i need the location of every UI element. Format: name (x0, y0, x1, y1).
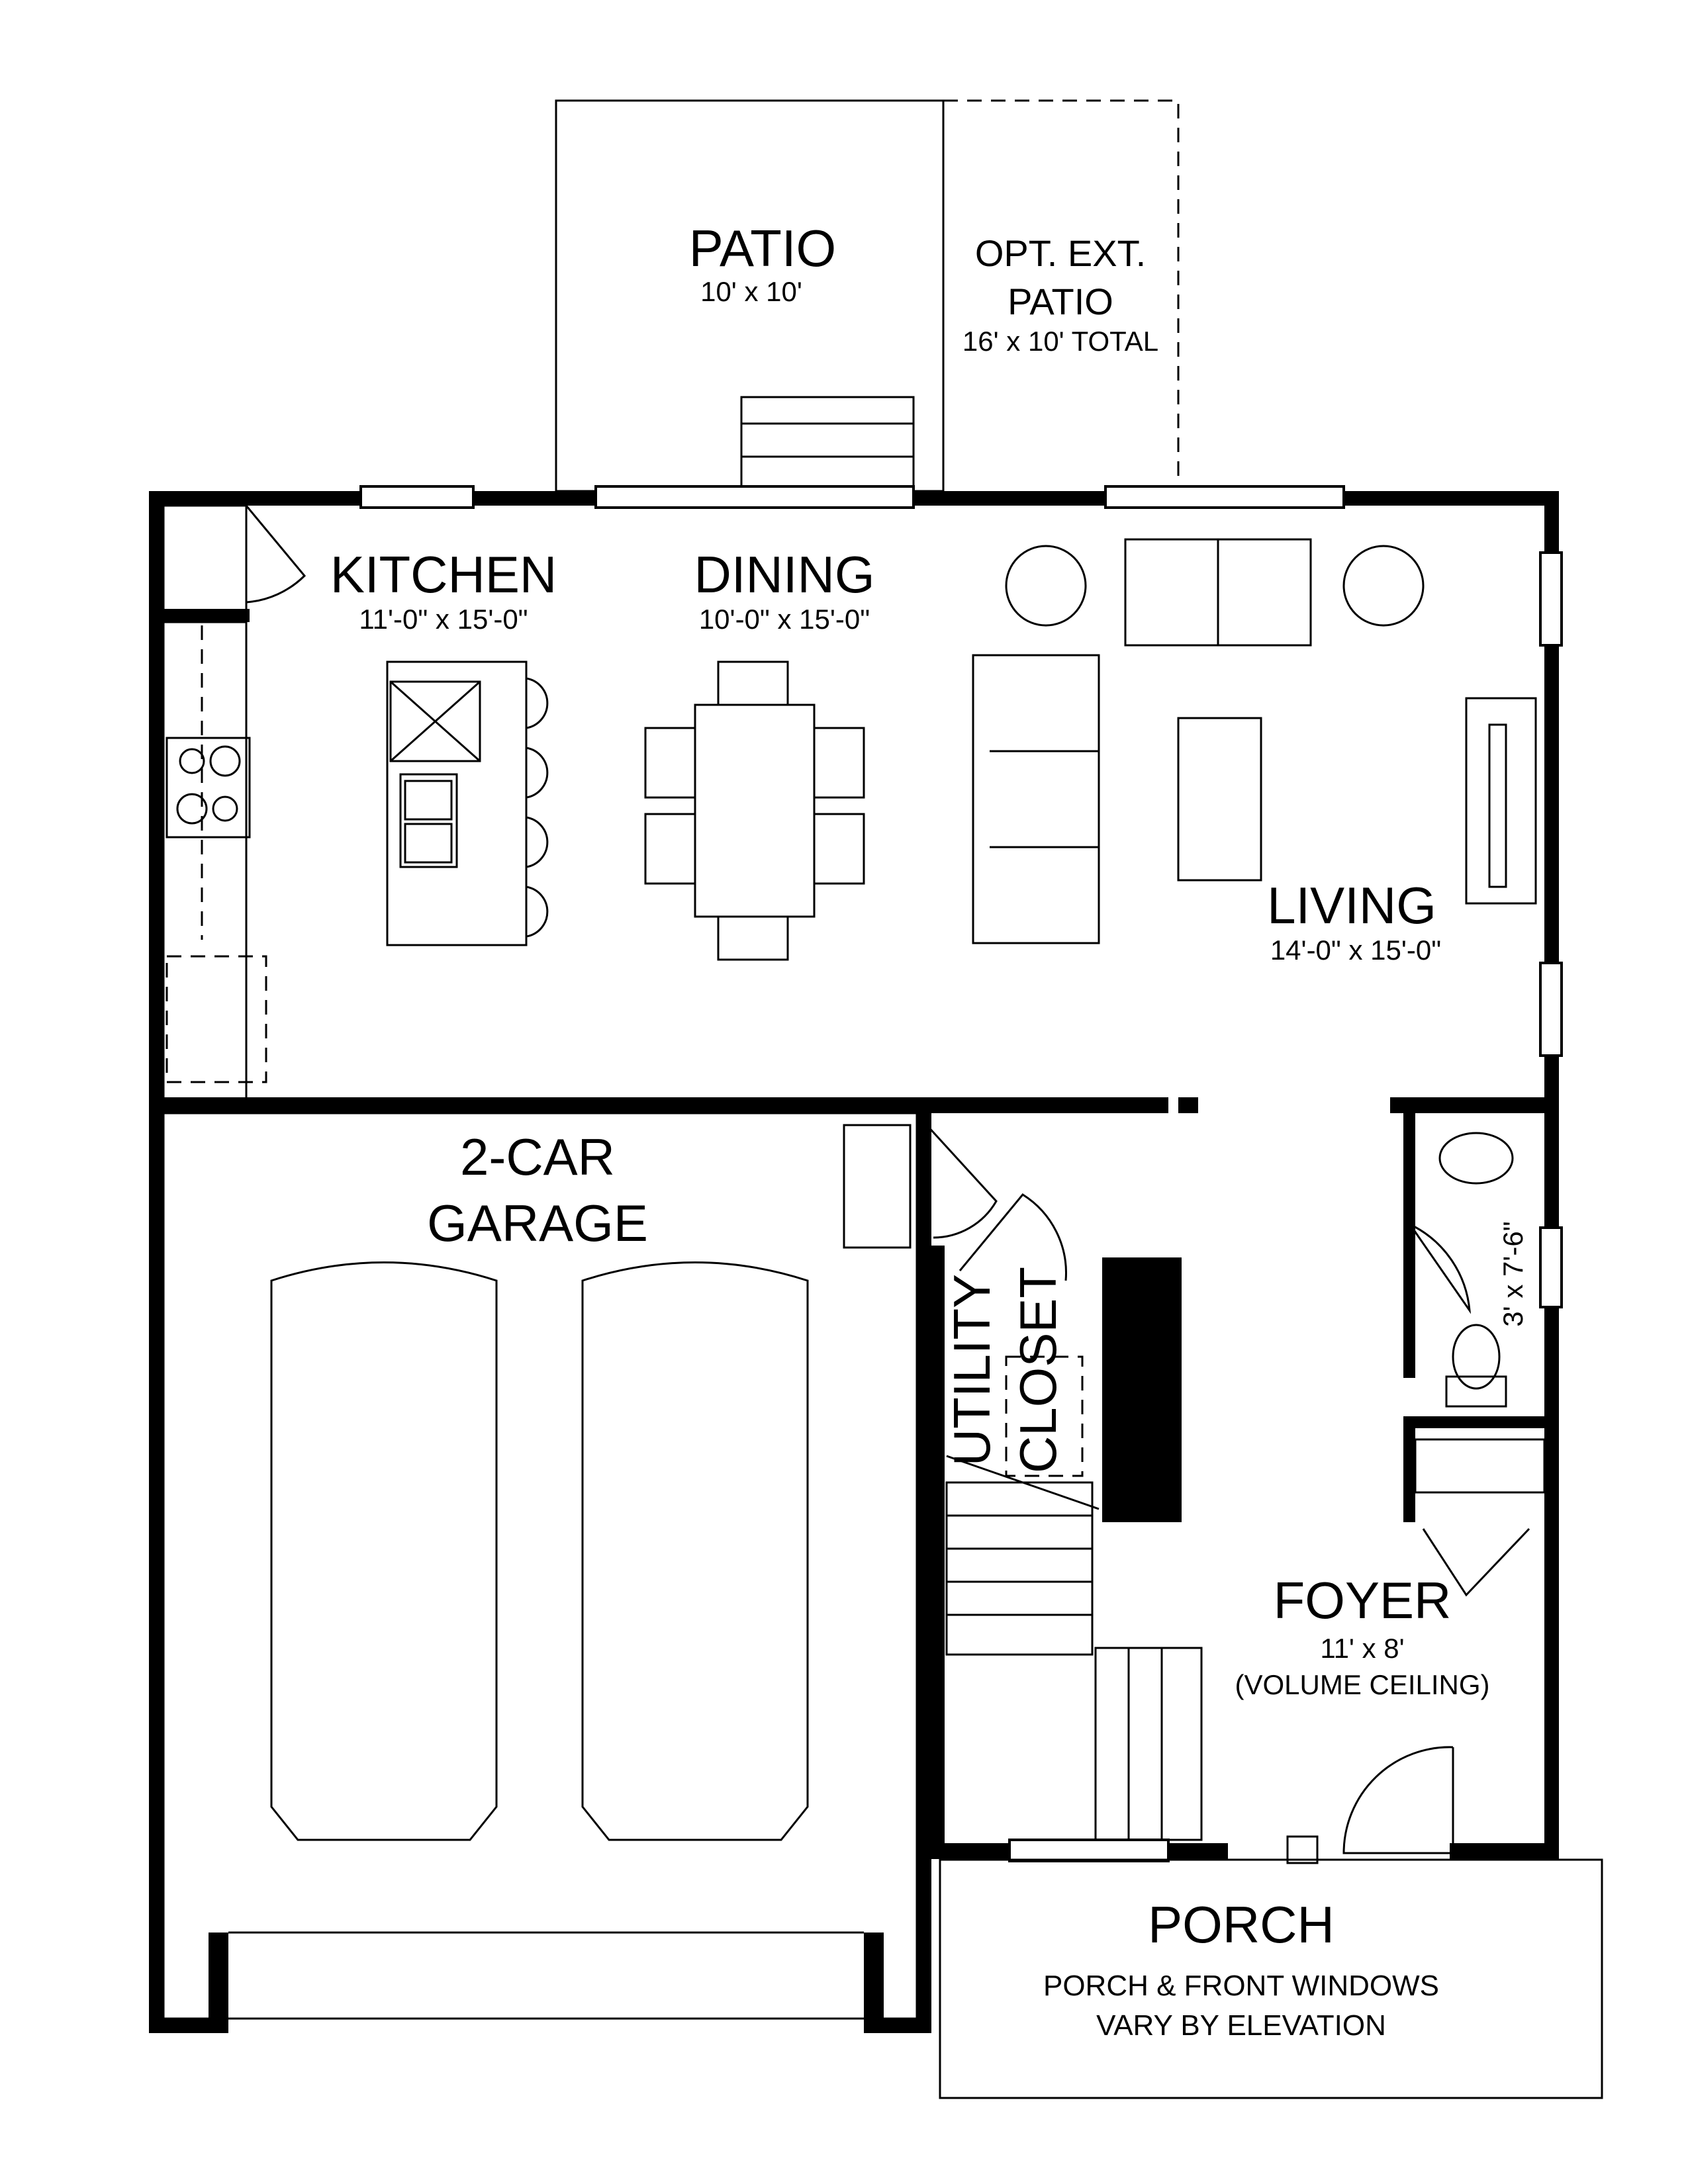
powder-dim: 3' x 7'-6" (1497, 1221, 1528, 1326)
island-sink (389, 680, 481, 762)
dining-table (644, 660, 865, 961)
garage (162, 1112, 918, 2020)
living-label: LIVING (1267, 876, 1436, 934)
foyer-note: (VOLUME CEILING) (1235, 1669, 1489, 1700)
living-window (1104, 485, 1345, 509)
kitchen-island (386, 660, 528, 946)
opt-patio-dim: 16' x 10' TOTAL (962, 326, 1158, 357)
opt-patio-line1: OPT. EXT. (975, 232, 1146, 274)
tv-console (1465, 697, 1537, 905)
porch (939, 1858, 1603, 2099)
toilet (1452, 1324, 1501, 1390)
kitchen (162, 504, 549, 1103)
front-door (1286, 1746, 1454, 1864)
sink (1438, 1132, 1514, 1185)
sofa (972, 654, 1100, 944)
porch-note-line2: VARY BY ELEVATION (1096, 2009, 1386, 2042)
utility-label-line1: UTILITY (943, 1274, 1001, 1466)
kitchen-dim: 11'-0" x 15'-0" (359, 604, 528, 635)
cooktop (165, 737, 251, 839)
utility-label-line2: CLOSET (1009, 1267, 1067, 1473)
kitchen-label: KITCHEN (330, 545, 557, 604)
car-2 (581, 1261, 809, 1841)
living-side-window-2 (1539, 962, 1563, 1057)
garage-label-line2: GARAGE (427, 1194, 648, 1252)
patio-dim: 10' x 10' (700, 276, 802, 307)
opt-patio-line2: PATIO (1008, 281, 1113, 322)
dishwasher-sink (399, 773, 458, 868)
front-window (1008, 1839, 1170, 1862)
foyer-label: FOYER (1274, 1571, 1452, 1629)
patio-steps (740, 396, 915, 491)
patio-door (594, 485, 915, 509)
porch-label: PORCH (1148, 1895, 1335, 1954)
powder-window (1539, 1226, 1563, 1308)
patio-label: PATIO (689, 219, 836, 277)
coffee-table (1177, 717, 1262, 882)
living-dim: 14'-0" x 15'-0" (1270, 934, 1441, 966)
powder-room (1409, 1132, 1546, 1597)
porch-note-line1: PORCH & FRONT WINDOWS (1043, 1970, 1439, 2002)
exterior-walls (149, 491, 1559, 2033)
foyer-dim: 11' x 8' (1320, 1633, 1404, 1664)
dining-label: DINING (694, 545, 875, 604)
car-1 (270, 1261, 498, 1841)
windows (359, 485, 1563, 1862)
stairs (843, 1124, 1203, 1841)
refrigerator (165, 955, 267, 1083)
living-side-window-1 (1539, 551, 1563, 647)
living-furniture (972, 538, 1537, 944)
kitchen-window (359, 485, 475, 509)
dining-dim: 10'-0" x 15'-0" (699, 604, 870, 635)
garage-label-line1: 2-CAR (460, 1128, 615, 1186)
